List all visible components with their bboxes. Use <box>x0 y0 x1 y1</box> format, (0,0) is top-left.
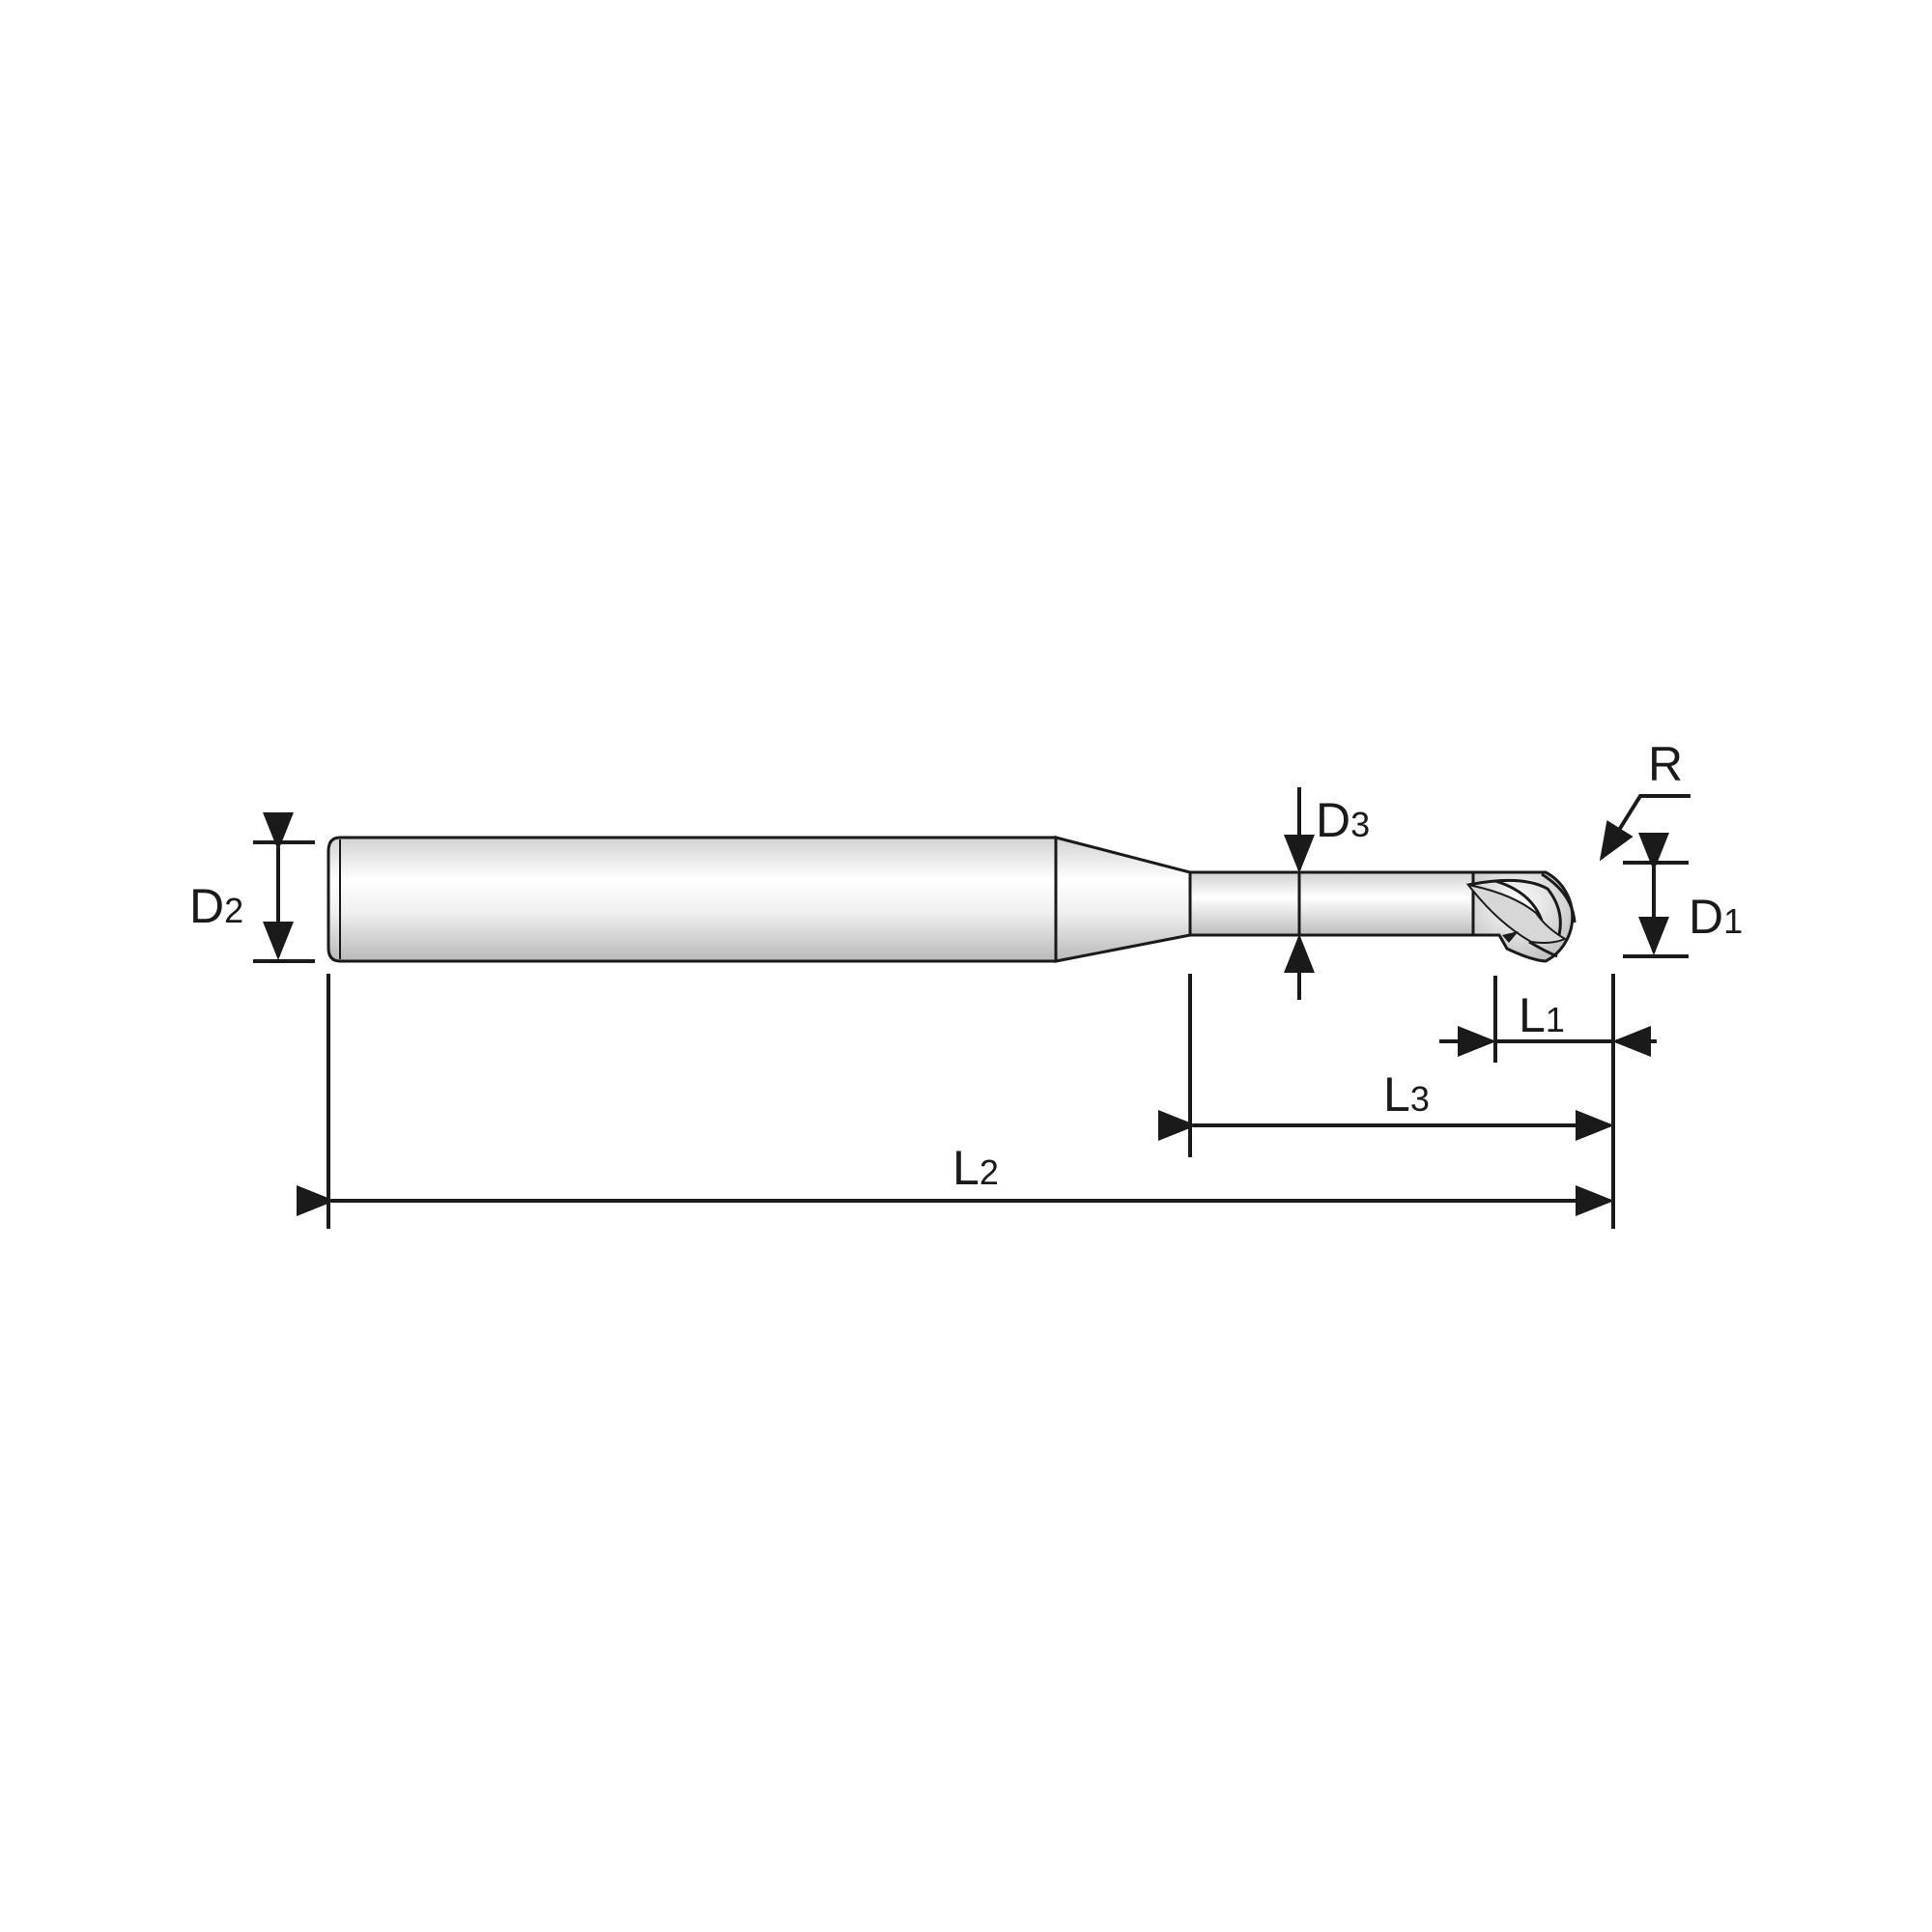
l3-label: L3 <box>1383 1067 1430 1122</box>
shank <box>327 836 1058 963</box>
d2-label: D2 <box>189 879 243 933</box>
flute-face <box>1465 883 1568 944</box>
flute-end <box>1502 931 1519 943</box>
tool-body <box>327 836 1577 963</box>
flute-lines <box>1467 872 1577 958</box>
d1-label: D1 <box>1689 890 1743 944</box>
d3-label: D3 <box>1316 793 1370 847</box>
dimension-labels: D2 D1 D3 L1 L3 L2 R <box>189 737 1743 1195</box>
taper <box>1054 836 1192 963</box>
r-label: R <box>1648 737 1683 791</box>
dimension-lines <box>263 787 1690 1216</box>
l1-label: L1 <box>1519 988 1565 1042</box>
r-leader-line <box>1599 794 1690 862</box>
l2-label: L2 <box>952 1141 999 1195</box>
